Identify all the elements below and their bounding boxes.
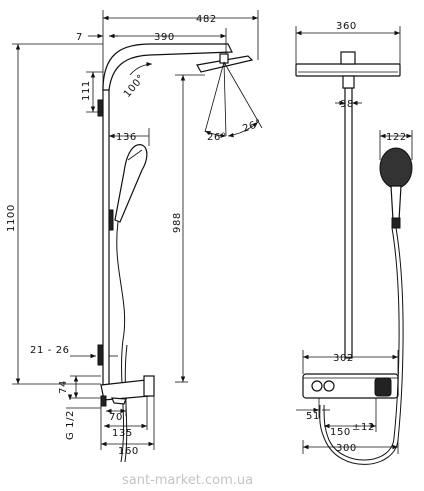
dim-connection-spacing: 150 bbox=[330, 427, 351, 438]
head-connector-front bbox=[340, 51, 356, 65]
dim-arm-angle: 100° bbox=[122, 73, 147, 100]
watermark: sant-market.com.ua bbox=[122, 473, 253, 488]
hand-shower-front bbox=[379, 147, 413, 189]
dim-riser-height: 988 bbox=[172, 212, 183, 233]
dim-arm-reach: 390 bbox=[154, 32, 175, 43]
hand-shower bbox=[114, 144, 148, 223]
connection-pipe bbox=[100, 395, 107, 407]
shower-hose-front bbox=[319, 227, 404, 465]
dim-head-depth: 111 bbox=[81, 80, 92, 101]
slide-holder-front bbox=[391, 217, 401, 229]
wall-bracket-bottom bbox=[97, 344, 104, 366]
right-thermostat-knob bbox=[374, 377, 392, 397]
dim-connection-thread: G 1/2 bbox=[65, 410, 76, 440]
dim-spout-reach: 70 bbox=[109, 412, 123, 423]
overhead-head-front bbox=[295, 63, 401, 77]
dim-total-width: 482 bbox=[196, 14, 217, 25]
dim-handshower-head: 136 bbox=[116, 132, 137, 143]
dim-bracket-spacing: 51 bbox=[306, 411, 320, 422]
side-view bbox=[97, 43, 254, 463]
dim-shelf-width: 302 bbox=[333, 353, 354, 364]
hand-shower-face bbox=[127, 149, 143, 161]
dim-overhead-width: 360 bbox=[336, 21, 357, 32]
dim-arm-offset: 7 bbox=[76, 32, 83, 43]
dim-handshower-face: 122 bbox=[386, 132, 407, 143]
spout bbox=[111, 397, 127, 405]
dim-wall-offset: 21 - 26 bbox=[30, 345, 70, 356]
overhead-shower-head bbox=[196, 55, 254, 73]
dim-total-depth: 160 bbox=[118, 446, 139, 457]
riser-pipe-front bbox=[344, 87, 353, 359]
wall-bracket-top bbox=[97, 99, 104, 117]
dim-shelf-total-width: 300 bbox=[336, 443, 357, 454]
front-view bbox=[295, 51, 413, 465]
dim-spray-angle-right: 26° bbox=[241, 118, 263, 135]
front-dimension-lines bbox=[295, 26, 413, 454]
front-dimension-labels: 360 98 122 302 51 150 ±12 300 bbox=[306, 21, 407, 454]
slide-holder bbox=[108, 209, 114, 231]
riser-joint-front bbox=[342, 75, 355, 89]
dim-connection-tolerance: ±12 bbox=[352, 422, 375, 433]
dim-total-height: 1100 bbox=[6, 204, 17, 232]
left-control-knob bbox=[311, 380, 323, 392]
head-joint bbox=[219, 53, 229, 64]
dim-thermostat-reach: 135 bbox=[112, 428, 133, 439]
shower-arm bbox=[102, 43, 233, 91]
center-control-knob bbox=[323, 380, 335, 392]
hand-shower-handle-front bbox=[390, 185, 402, 221]
dim-bracket-width: 98 bbox=[340, 99, 354, 110]
side-dimension-lines bbox=[12, 10, 263, 450]
thermostat-knob bbox=[143, 375, 155, 397]
riser-pipe bbox=[102, 84, 110, 386]
dim-thermostat-height: 74 bbox=[58, 380, 69, 394]
dim-spray-angle-left: 26° bbox=[207, 132, 227, 143]
